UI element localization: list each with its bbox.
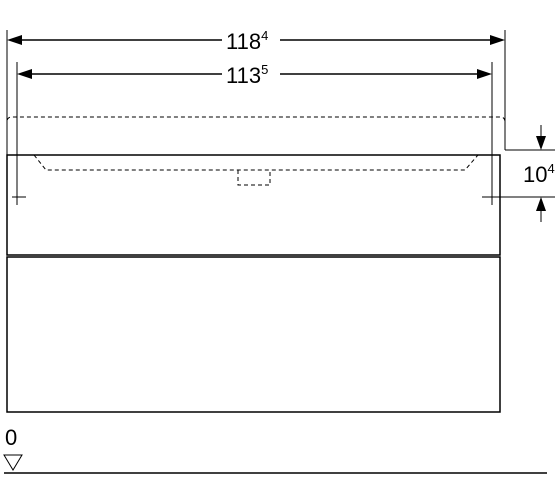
- washbasin-outline: [6, 116, 506, 186]
- washbasin-drain-dashed: [237, 170, 271, 186]
- washbasin-outer-dashed: [6, 116, 506, 155]
- overall-width-arrow-right: [490, 35, 505, 45]
- top-height-dimension: 104: [497, 125, 555, 222]
- cabinet-width-dimension: 1135: [16, 62, 493, 205]
- cabinet-width-arrow-left: [17, 69, 32, 79]
- top-height-arrow-top: [536, 136, 546, 150]
- overall-width-dimension: 1184: [6, 28, 506, 155]
- cabinet-width-arrow-right: [477, 69, 492, 79]
- cabinet-width-label: 1135: [226, 62, 268, 88]
- cabinet-top-drawer: [6, 154, 501, 256]
- top-height-label: 104: [523, 161, 555, 187]
- overall-width-arrow-left: [7, 35, 22, 45]
- floor-level-label: 0: [5, 425, 17, 450]
- floor-reference: 0: [3, 425, 547, 474]
- triangle-down-icon: [3, 454, 23, 471]
- washbasin-bowl-dashed: [33, 154, 479, 171]
- cabinet-bottom-drawer: [6, 256, 501, 413]
- overall-width-label: 1184: [226, 28, 268, 54]
- cabinet-body: [6, 154, 501, 413]
- top-height-arrow-bottom: [536, 197, 546, 211]
